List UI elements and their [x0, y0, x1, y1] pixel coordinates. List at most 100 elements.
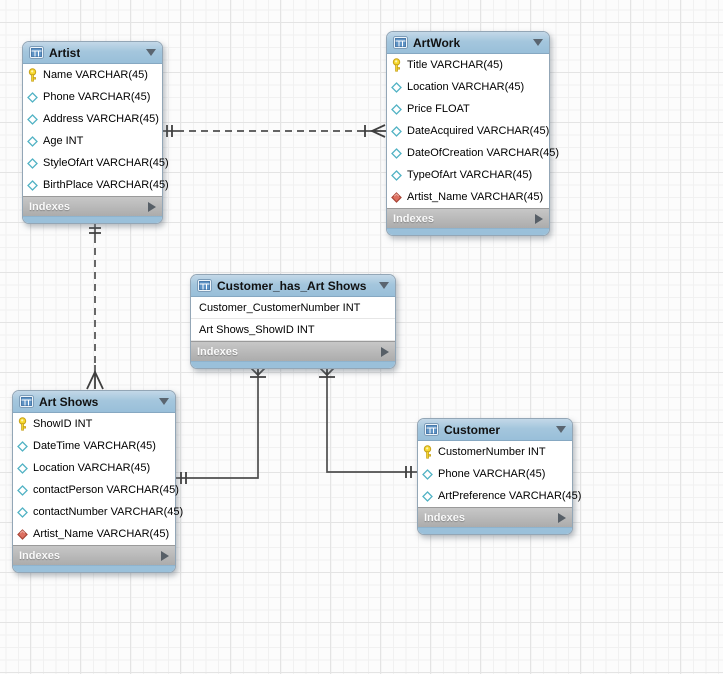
table-header[interactable]: Art Shows	[13, 391, 175, 413]
cardinality-marks-icon	[180, 366, 267, 484]
collapse-caret-icon[interactable]	[556, 426, 566, 433]
column-row[interactable]: DateAcquired VARCHAR(45)	[387, 120, 549, 142]
column-diamond-icon	[27, 179, 40, 191]
table-footer-strip	[387, 228, 549, 235]
table-title: Customer_has_Art Shows	[217, 278, 367, 293]
table-header[interactable]: Customer_has_Art Shows	[191, 275, 395, 297]
column-definition: Phone VARCHAR(45)	[43, 91, 151, 103]
column-row[interactable]: Phone VARCHAR(45)	[23, 86, 162, 108]
expand-arrow-icon[interactable]	[381, 346, 389, 357]
column-row[interactable]: CustomerNumber INT	[418, 441, 572, 463]
column-row[interactable]: Phone VARCHAR(45)	[418, 463, 572, 485]
column-definition: Address VARCHAR(45)	[43, 113, 159, 125]
relationship-artist-artwork-one-to-many[interactable]	[163, 124, 386, 138]
primary-key-icon	[17, 417, 30, 431]
table-icon	[29, 46, 44, 59]
column-diamond-icon	[27, 135, 40, 147]
column-row[interactable]: Location VARCHAR(45)	[13, 457, 175, 479]
column-row[interactable]: ShowID INT	[13, 413, 175, 435]
indexes-bar[interactable]: Indexes	[13, 545, 175, 565]
column-diamond-icon	[391, 103, 404, 115]
column-row[interactable]: BirthPlace VARCHAR(45)	[23, 174, 169, 196]
column-row[interactable]: TypeOfArt VARCHAR(45)	[387, 164, 549, 186]
column-definition: BirthPlace VARCHAR(45)	[43, 179, 169, 191]
table-title: Customer	[444, 422, 501, 437]
column-definition: Age INT	[43, 135, 84, 147]
column-diamond-icon	[27, 91, 40, 103]
relationship-line[interactable]	[326, 367, 417, 473]
column-row[interactable]: ArtPreference VARCHAR(45)	[418, 485, 581, 507]
column-row[interactable]: Artist_Name VARCHAR(45)	[13, 523, 175, 545]
column-row[interactable]: DateOfCreation VARCHAR(45)	[387, 142, 559, 164]
column-row[interactable]: Location VARCHAR(45)	[387, 76, 549, 98]
table-footer-strip	[191, 361, 395, 368]
column-diamond-icon	[422, 468, 435, 480]
column-row[interactable]: contactNumber VARCHAR(45)	[13, 501, 183, 523]
column-row[interactable]: Price FLOAT	[387, 98, 549, 120]
column-definition: contactPerson VARCHAR(45)	[33, 484, 179, 496]
indexes-bar[interactable]: Indexes	[23, 196, 162, 216]
column-row[interactable]: Title VARCHAR(45)	[387, 54, 549, 76]
foreign-key-icon	[391, 191, 404, 203]
indexes-bar[interactable]: Indexes	[418, 507, 572, 527]
column-row[interactable]: Art Shows_ShowID INT	[191, 319, 395, 341]
column-row[interactable]: Name VARCHAR(45)	[23, 64, 162, 86]
column-row[interactable]: Address VARCHAR(45)	[23, 108, 162, 130]
collapse-caret-icon[interactable]	[379, 282, 389, 289]
relationship-junction-customer-many-to-one[interactable]	[318, 366, 417, 478]
column-diamond-icon	[17, 440, 30, 452]
column-diamond-icon	[391, 169, 404, 181]
column-definition: DateTime VARCHAR(45)	[33, 440, 156, 452]
table-footer-strip	[13, 565, 175, 572]
collapse-caret-icon[interactable]	[533, 39, 543, 46]
relationship-artist-artshows-one-to-many[interactable]	[86, 222, 104, 390]
table-header[interactable]: Customer	[418, 419, 572, 441]
column-diamond-icon	[422, 490, 435, 502]
column-row[interactable]: StyleOfArt VARCHAR(45)	[23, 152, 169, 174]
column-definition: Title VARCHAR(45)	[407, 59, 503, 71]
primary-key-icon	[27, 68, 40, 82]
indexes-label: Indexes	[393, 212, 434, 225]
column-diamond-icon	[27, 113, 40, 125]
relationship-line[interactable]	[176, 367, 259, 479]
column-row[interactable]: contactPerson VARCHAR(45)	[13, 479, 179, 501]
column-definition: CustomerNumber INT	[438, 446, 546, 458]
collapse-caret-icon[interactable]	[159, 398, 169, 405]
expand-arrow-icon[interactable]	[535, 213, 543, 224]
indexes-bar[interactable]: Indexes	[191, 341, 395, 361]
column-definition: Artist_Name VARCHAR(45)	[33, 528, 170, 540]
foreign-key-icon	[17, 528, 30, 540]
expand-arrow-icon[interactable]	[148, 201, 156, 212]
table-header[interactable]: Artist	[23, 42, 162, 64]
column-definition: TypeOfArt VARCHAR(45)	[407, 169, 533, 181]
table-title: Art Shows	[39, 394, 99, 409]
relationship-junction-artshows-many-to-one[interactable]	[176, 366, 267, 484]
column-row[interactable]: Age INT	[23, 130, 162, 152]
indexes-label: Indexes	[197, 345, 238, 358]
cardinality-marks-icon	[166, 124, 386, 138]
column-definition: Phone VARCHAR(45)	[438, 468, 546, 480]
table-icon	[424, 423, 439, 436]
primary-key-icon	[422, 445, 435, 459]
column-definition: Art Shows_ShowID INT	[199, 323, 315, 336]
column-diamond-icon	[17, 462, 30, 474]
indexes-bar[interactable]: Indexes	[387, 208, 549, 228]
expand-arrow-icon[interactable]	[558, 512, 566, 523]
column-row[interactable]: Customer_CustomerNumber INT	[191, 297, 395, 319]
table-header[interactable]: ArtWork	[387, 32, 549, 54]
column-row[interactable]: Artist_Name VARCHAR(45)	[387, 186, 549, 208]
collapse-caret-icon[interactable]	[146, 49, 156, 56]
column-diamond-icon	[391, 125, 404, 137]
table-icon	[197, 279, 212, 292]
column-diamond-icon	[391, 147, 404, 159]
column-row[interactable]: DateTime VARCHAR(45)	[13, 435, 175, 457]
expand-arrow-icon[interactable]	[161, 550, 169, 561]
column-diamond-icon	[391, 81, 404, 93]
